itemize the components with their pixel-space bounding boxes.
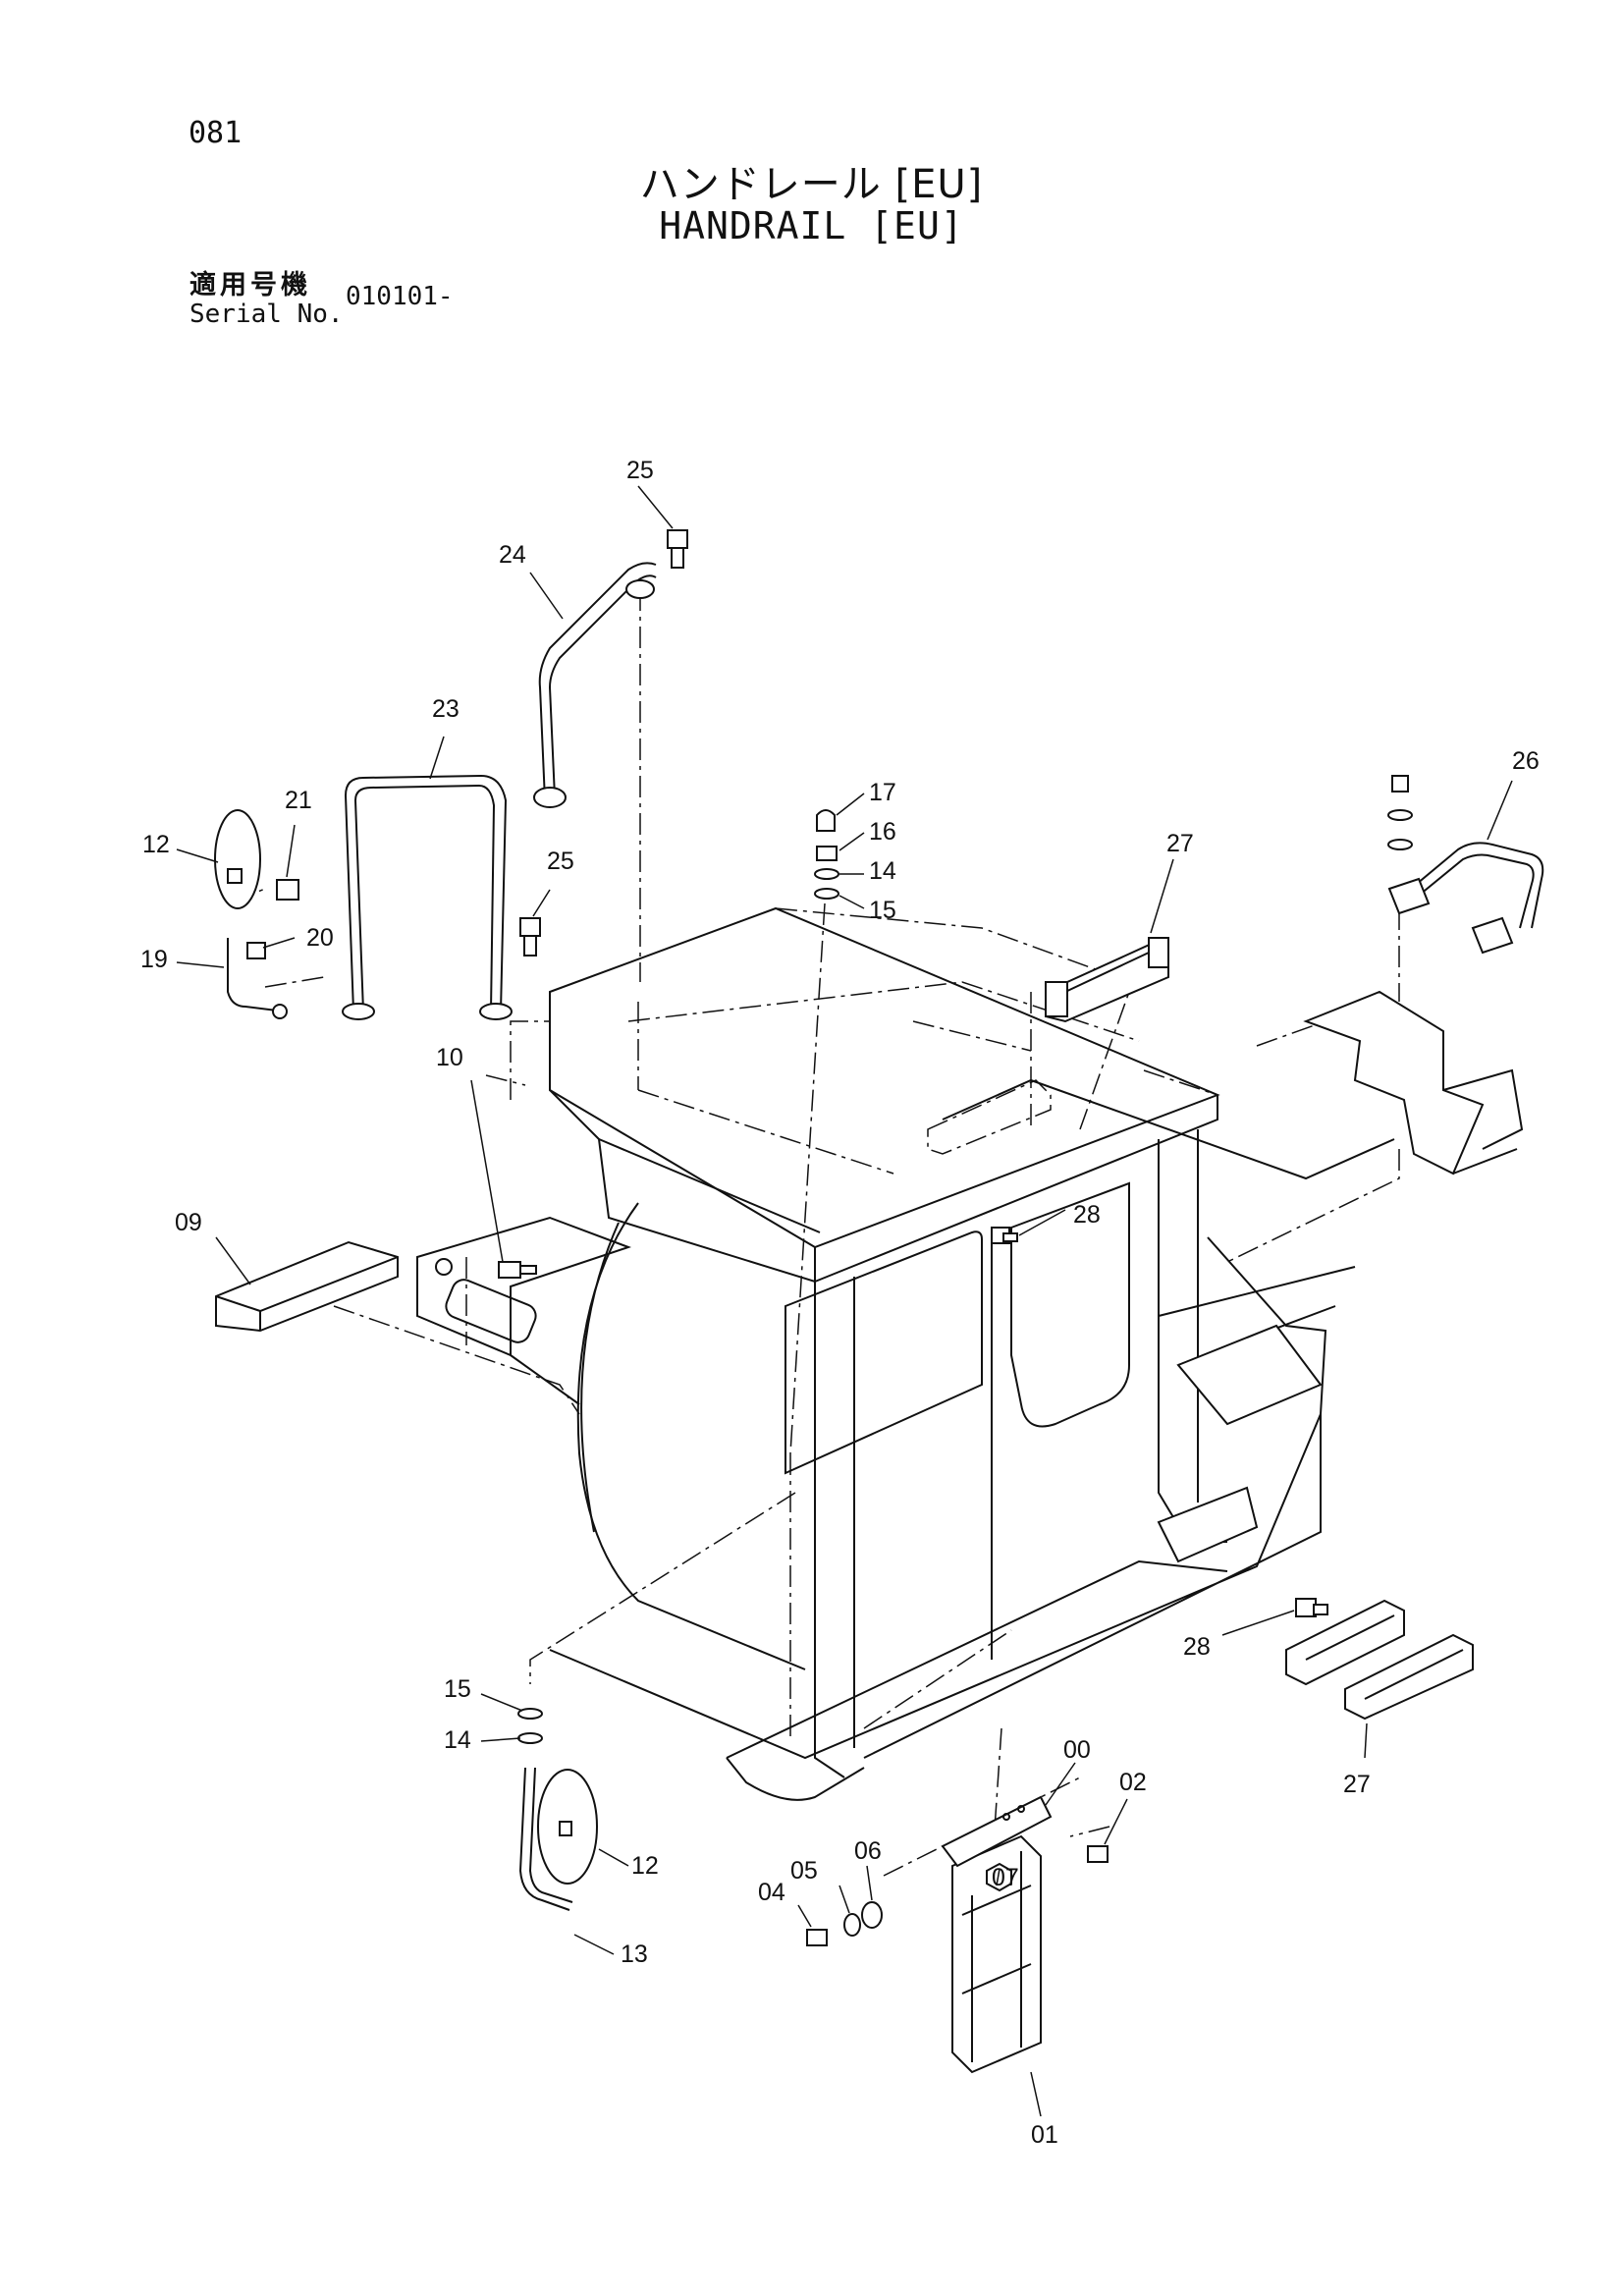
step-guard-27-bottom <box>1285 1599 1474 1721</box>
callout-25-top: 25 <box>626 457 654 484</box>
cab-door-window <box>784 1230 983 1475</box>
serial-label-japanese: 適用号機 <box>189 270 311 301</box>
callout-25-mid: 25 <box>547 847 574 875</box>
handrail-23 <box>342 774 513 1020</box>
cab-body <box>416 906 1395 1801</box>
mirror-arm-19 <box>227 938 288 1019</box>
callout-24: 24 <box>499 541 526 569</box>
callout-10: 10 <box>436 1044 463 1071</box>
serial-number-value: 010101- <box>346 282 454 311</box>
cab-foot-right <box>1157 1486 1259 1563</box>
callout-15-lower: 15 <box>444 1675 471 1703</box>
callout-07: 07 <box>992 1864 1019 1891</box>
callout-leaders <box>176 485 1513 2117</box>
callout-19: 19 <box>140 946 168 973</box>
mirror-arm-13 <box>518 1767 573 1911</box>
assembly-guide-lines <box>233 589 1400 1945</box>
fasteners <box>246 529 1413 1946</box>
callout-21: 21 <box>285 787 312 814</box>
mirror-12-upper <box>214 809 261 909</box>
cab-side-window <box>1010 1181 1130 1428</box>
rear-mount-bracket <box>1303 990 1524 1175</box>
callout-26: 26 <box>1512 747 1540 775</box>
mount-bracket-00 <box>941 1795 1053 1868</box>
callout-28-upper: 28 <box>1073 1201 1101 1229</box>
callout-01: 01 <box>1031 2121 1058 2149</box>
callout-05: 05 <box>790 1857 818 1885</box>
callout-17: 17 <box>869 779 896 806</box>
page-title-japanese: ハンドレール [EU] <box>639 162 984 207</box>
step-guard-27-top <box>1045 937 1169 1023</box>
callout-06: 06 <box>854 1837 882 1865</box>
callout-12-upper: 12 <box>142 831 170 858</box>
callout-20: 20 <box>306 924 334 952</box>
step-guard-dashed <box>927 1079 1052 1155</box>
callout-09: 09 <box>175 1209 202 1236</box>
callout-16: 16 <box>869 818 896 846</box>
callout-28-lower: 28 <box>1183 1633 1211 1661</box>
mirror-12-lower <box>537 1769 598 1885</box>
callout-14-lower: 14 <box>444 1726 471 1754</box>
handrail-26 <box>1387 842 1544 955</box>
part-09-beam <box>215 1240 399 1333</box>
page-title-english: HANDRAIL [EU] <box>659 204 964 247</box>
cab-right-step-plate <box>1176 1324 1323 1426</box>
step-ladder-01 <box>951 1834 1042 2074</box>
serial-label-english: Serial No. <box>189 300 344 329</box>
handrail-24 <box>533 562 657 808</box>
callout-14-upper: 14 <box>869 857 896 885</box>
callout-27-upper: 27 <box>1166 830 1194 857</box>
callout-00: 00 <box>1063 1736 1091 1764</box>
cab-rear-left-bracket <box>416 1216 631 1357</box>
callout-27-lower: 27 <box>1343 1771 1371 1798</box>
cab-rear-panel <box>576 1202 806 1670</box>
callout-04: 04 <box>758 1879 785 1906</box>
callout-02: 02 <box>1119 1769 1147 1796</box>
callout-labels: 25 24 23 21 12 20 19 25 17 16 14 15 27 2… <box>140 457 1540 2149</box>
callout-15-upper: 15 <box>869 897 896 924</box>
callout-23: 23 <box>432 695 460 723</box>
callout-13: 13 <box>621 1941 648 1968</box>
page-number: 081 <box>189 116 243 150</box>
callout-12-lower: 12 <box>631 1852 659 1880</box>
